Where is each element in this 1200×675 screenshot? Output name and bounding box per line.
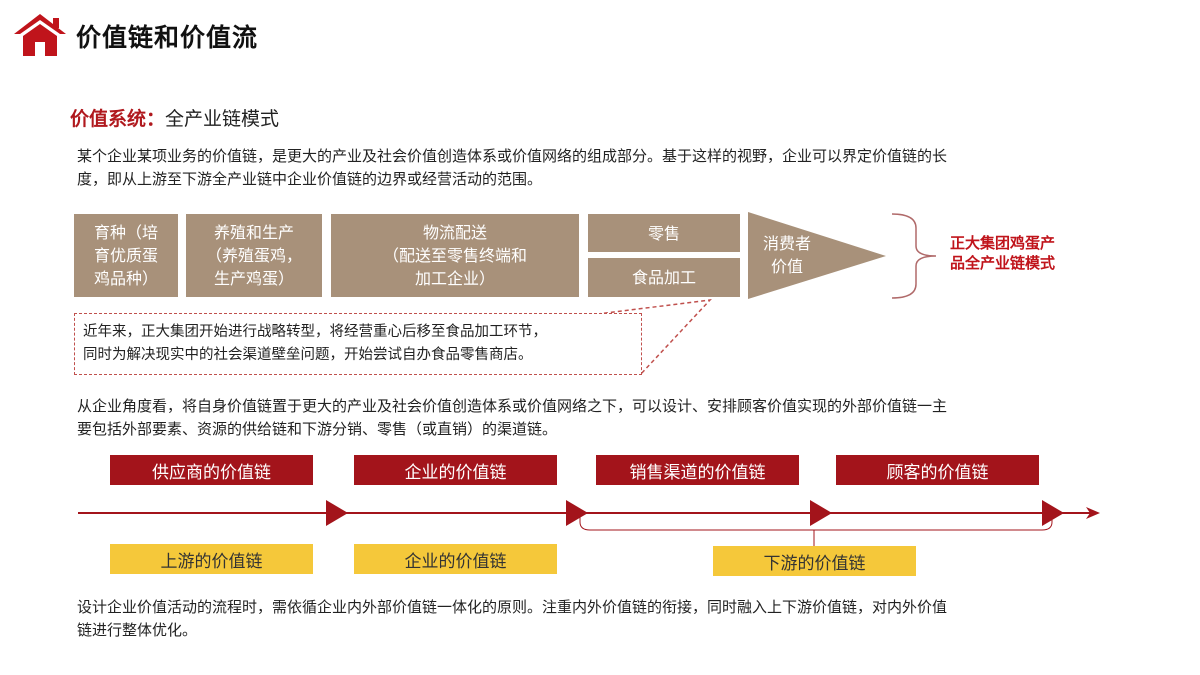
chain-conclusion: 正大集团鸡蛋产 品全产业链模式 (950, 233, 1090, 273)
flow-marker (1042, 500, 1064, 526)
flow-marker (566, 500, 588, 526)
chain-box-line: 育优质蛋 (93, 246, 158, 265)
note-line: 近年来，正大集团开始进行战略转型，将经营重心后移至食品加工环节， (83, 324, 547, 340)
chain-box-line: 生产鸡蛋） (213, 269, 294, 288)
consumer-value-arrow (748, 212, 886, 299)
page-title: 价值链和价值流 (76, 23, 259, 52)
section-label: 价值系统： (70, 108, 166, 130)
intro-line: 度，即从上游至下游全产业链中企业价值链的边界或经营活动的范围。 (77, 170, 543, 188)
section-heading: 价值系统：全产业链模式 (70, 104, 279, 131)
flow-box-upstream: 上游的价值链 (110, 544, 313, 574)
footer-line: 设计企业价值活动的流程时，需依循企业内外部价值链一体化的原则。注重内外价值链的衔… (77, 598, 948, 616)
middle-paragraph: 从企业角度看，将自身价值链置于更大的产业及社会价值创造体系或价值网络之下，可以设… (77, 395, 1127, 441)
chain-box-line: 养殖和生产 (213, 223, 294, 242)
chain-box-line: 物流配送 (422, 223, 487, 242)
conclusion-line: 正大集团鸡蛋产 (950, 234, 1056, 252)
flow-box-supplier: 供应商的价值链 (110, 455, 313, 485)
middle-line: 从企业角度看，将自身价值链置于更大的产业及社会价值创造体系或价值网络之下，可以设… (77, 397, 948, 415)
chain-box-line: （养殖蛋鸡， (205, 246, 302, 265)
section-text: 全产业链模式 (165, 108, 280, 130)
chain-box-line: （配送至零售终端和 (382, 246, 527, 265)
callout-note: 近年来，正大集团开始进行战略转型，将经营重心后移至食品加工环节， 同时为解决现实… (74, 313, 642, 375)
home-icon (14, 14, 66, 56)
chain-box-food-processing: 食品加工 (588, 258, 740, 297)
flow-marker (810, 500, 832, 526)
chain-box-breeding: 育种（培 育优质蛋 鸡品种） (74, 214, 178, 297)
flow-box-channel: 销售渠道的价值链 (596, 455, 799, 485)
intro-line: 某个企业某项业务的价值链，是更大的产业及社会价值创造体系或价值网络的组成部分。基… (77, 147, 948, 165)
flow-marker (326, 500, 348, 526)
chain-box-line: 鸡品种） (93, 269, 158, 288)
middle-line: 要包括外部要素、资源的供给链和下游分销、零售（或直销）的渠道链。 (77, 420, 558, 438)
consumer-value-label: 消费者 价值 (752, 232, 822, 278)
consumer-value-line: 消费者 (762, 234, 811, 253)
flow-box-enterprise-lower: 企业的价值链 (354, 544, 557, 574)
note-line: 同时为解决现实中的社会渠道壁垒问题，开始尝试自办食品零售商店。 (83, 347, 533, 363)
intro-paragraph: 某个企业某项业务的价值链，是更大的产业及社会价值创造体系或价值网络的组成部分。基… (77, 145, 1127, 191)
flow-box-downstream: 下游的价值链 (713, 546, 916, 576)
conclusion-line: 品全产业链模式 (950, 254, 1056, 272)
chain-box-logistics: 物流配送 （配送至零售终端和 加工企业） (331, 214, 579, 297)
chain-box-farming: 养殖和生产 （养殖蛋鸡， 生产鸡蛋） (186, 214, 322, 297)
chain-box-line: 加工企业） (414, 269, 495, 288)
right-brace (891, 213, 937, 299)
footer-paragraph: 设计企业价值活动的流程时，需依循企业内外部价值链一体化的原则。注重内外价值链的衔… (77, 596, 1127, 642)
chain-box-line: 育种（培 (93, 223, 158, 242)
consumer-value-line: 价值 (770, 257, 803, 276)
flow-box-customer: 顾客的价值链 (836, 455, 1039, 485)
flow-box-enterprise: 企业的价值链 (354, 455, 557, 485)
chain-box-retail: 零售 (588, 214, 740, 252)
footer-line: 链进行整体优化。 (77, 621, 198, 639)
